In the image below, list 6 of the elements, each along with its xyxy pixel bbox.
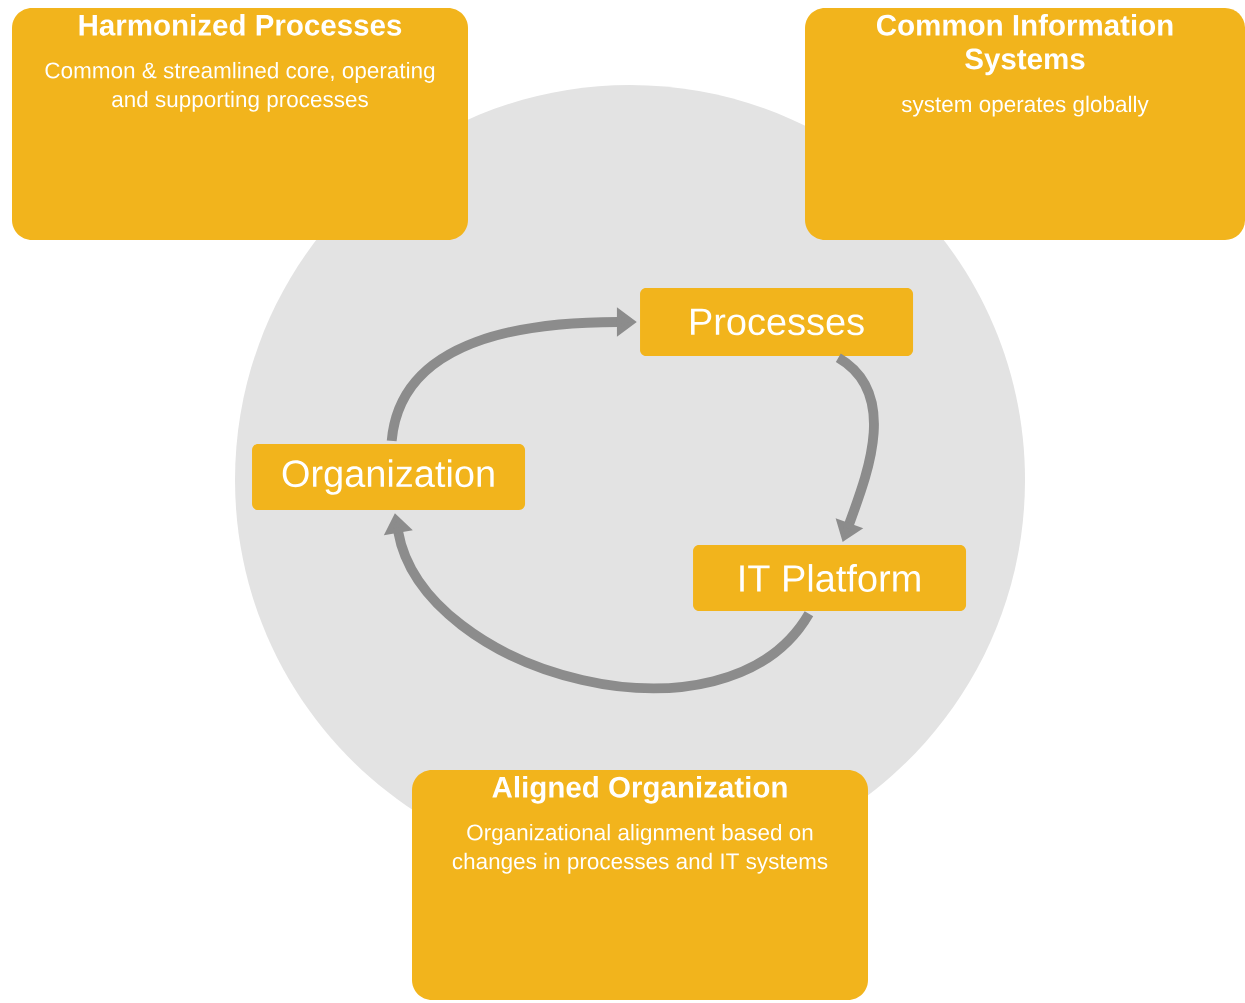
label-box: Organization <box>252 444 526 510</box>
card: Aligned Organization Organizational alignment based on changes in processes and IT systems <box>412 770 868 1000</box>
label-box: Processes <box>640 288 914 356</box>
label-box: IT Platform <box>693 545 967 611</box>
card: Common Information Systems system operates globally <box>805 8 1245 240</box>
card: Harmonized Processes Common & streamlined core, operating and supporting processes <box>12 8 468 240</box>
